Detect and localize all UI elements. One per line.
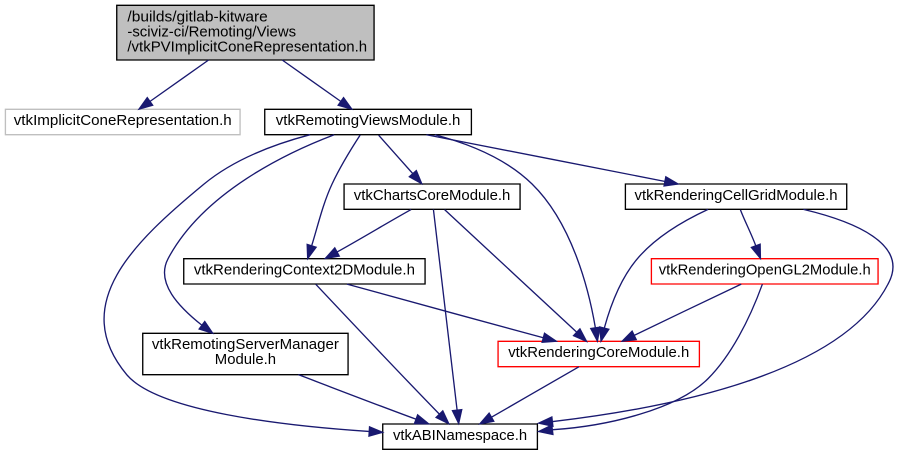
svg-text:vtkRemotingServerManager: vtkRemotingServerManager (152, 337, 339, 353)
svg-text:-sciviz-ci/Remoting/Views: -sciviz-ci/Remoting/Views (127, 25, 296, 41)
svg-text:vtkABINamespace.h: vtkABINamespace.h (393, 428, 527, 444)
svg-text:vtkRenderingContext2DModule.h: vtkRenderingContext2DModule.h (194, 263, 415, 279)
svg-text:vtkRenderingCoreModule.h: vtkRenderingCoreModule.h (508, 345, 689, 361)
svg-text:vtkRenderingCellGridModule.h: vtkRenderingCellGridModule.h (635, 188, 838, 204)
svg-text:vtkImplicitConeRepresentation.: vtkImplicitConeRepresentation.h (14, 113, 232, 129)
svg-text:vtkRemotingViewsModule.h: vtkRemotingViewsModule.h (276, 113, 461, 129)
svg-text:vtkChartsCoreModule.h: vtkChartsCoreModule.h (354, 188, 511, 204)
svg-text:vtkRenderingOpenGL2Module.h: vtkRenderingOpenGL2Module.h (659, 263, 871, 279)
svg-text:Module.h: Module.h (215, 352, 276, 368)
svg-text:/vtkPVImplicitConeRepresentati: /vtkPVImplicitConeRepresentation.h (127, 39, 367, 55)
svg-text:/builds/gitlab-kitware: /builds/gitlab-kitware (127, 10, 267, 26)
